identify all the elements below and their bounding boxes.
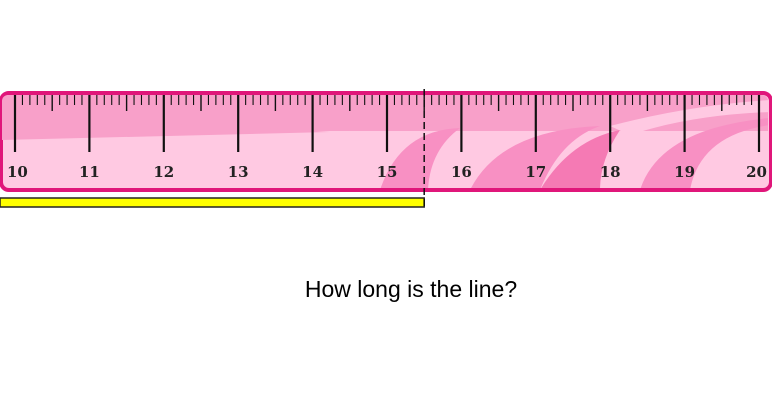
measured-line: [0, 197, 425, 208]
ruler-tick-labels: 10 11 12 13 14 15 16 17 18 19 20: [7, 163, 767, 181]
ruler-tick-label: 11: [79, 163, 100, 181]
ruler-tick-label: 13: [228, 163, 249, 181]
ruler-tick-label: 17: [525, 163, 546, 181]
ruler-ticks: [13, 95, 761, 152]
ruler-tick-label: 14: [302, 163, 323, 181]
ruler-tick-label: 20: [746, 163, 767, 181]
ruler-top-band-curve: [2, 124, 330, 140]
ruler-swoosh: [540, 130, 620, 188]
ruler-swoosh: [610, 100, 768, 135]
question-text: How long is the line?: [304, 276, 518, 302]
ruler-tick-label: 19: [674, 163, 695, 181]
ruler-swoosh: [640, 118, 768, 188]
ruler: 10 11 12 13 14 15 16 17 18 19 20: [0, 91, 772, 192]
ruler-tick-label: 18: [600, 163, 621, 181]
ruler-tick-label: 15: [377, 163, 398, 181]
ruler-swoosh: [380, 128, 460, 188]
ruler-tick-label: 16: [451, 163, 472, 181]
ruler-tick-label: 10: [7, 163, 28, 181]
ruler-swoosh: [470, 126, 600, 188]
ruler-tick-label: 12: [153, 163, 174, 181]
